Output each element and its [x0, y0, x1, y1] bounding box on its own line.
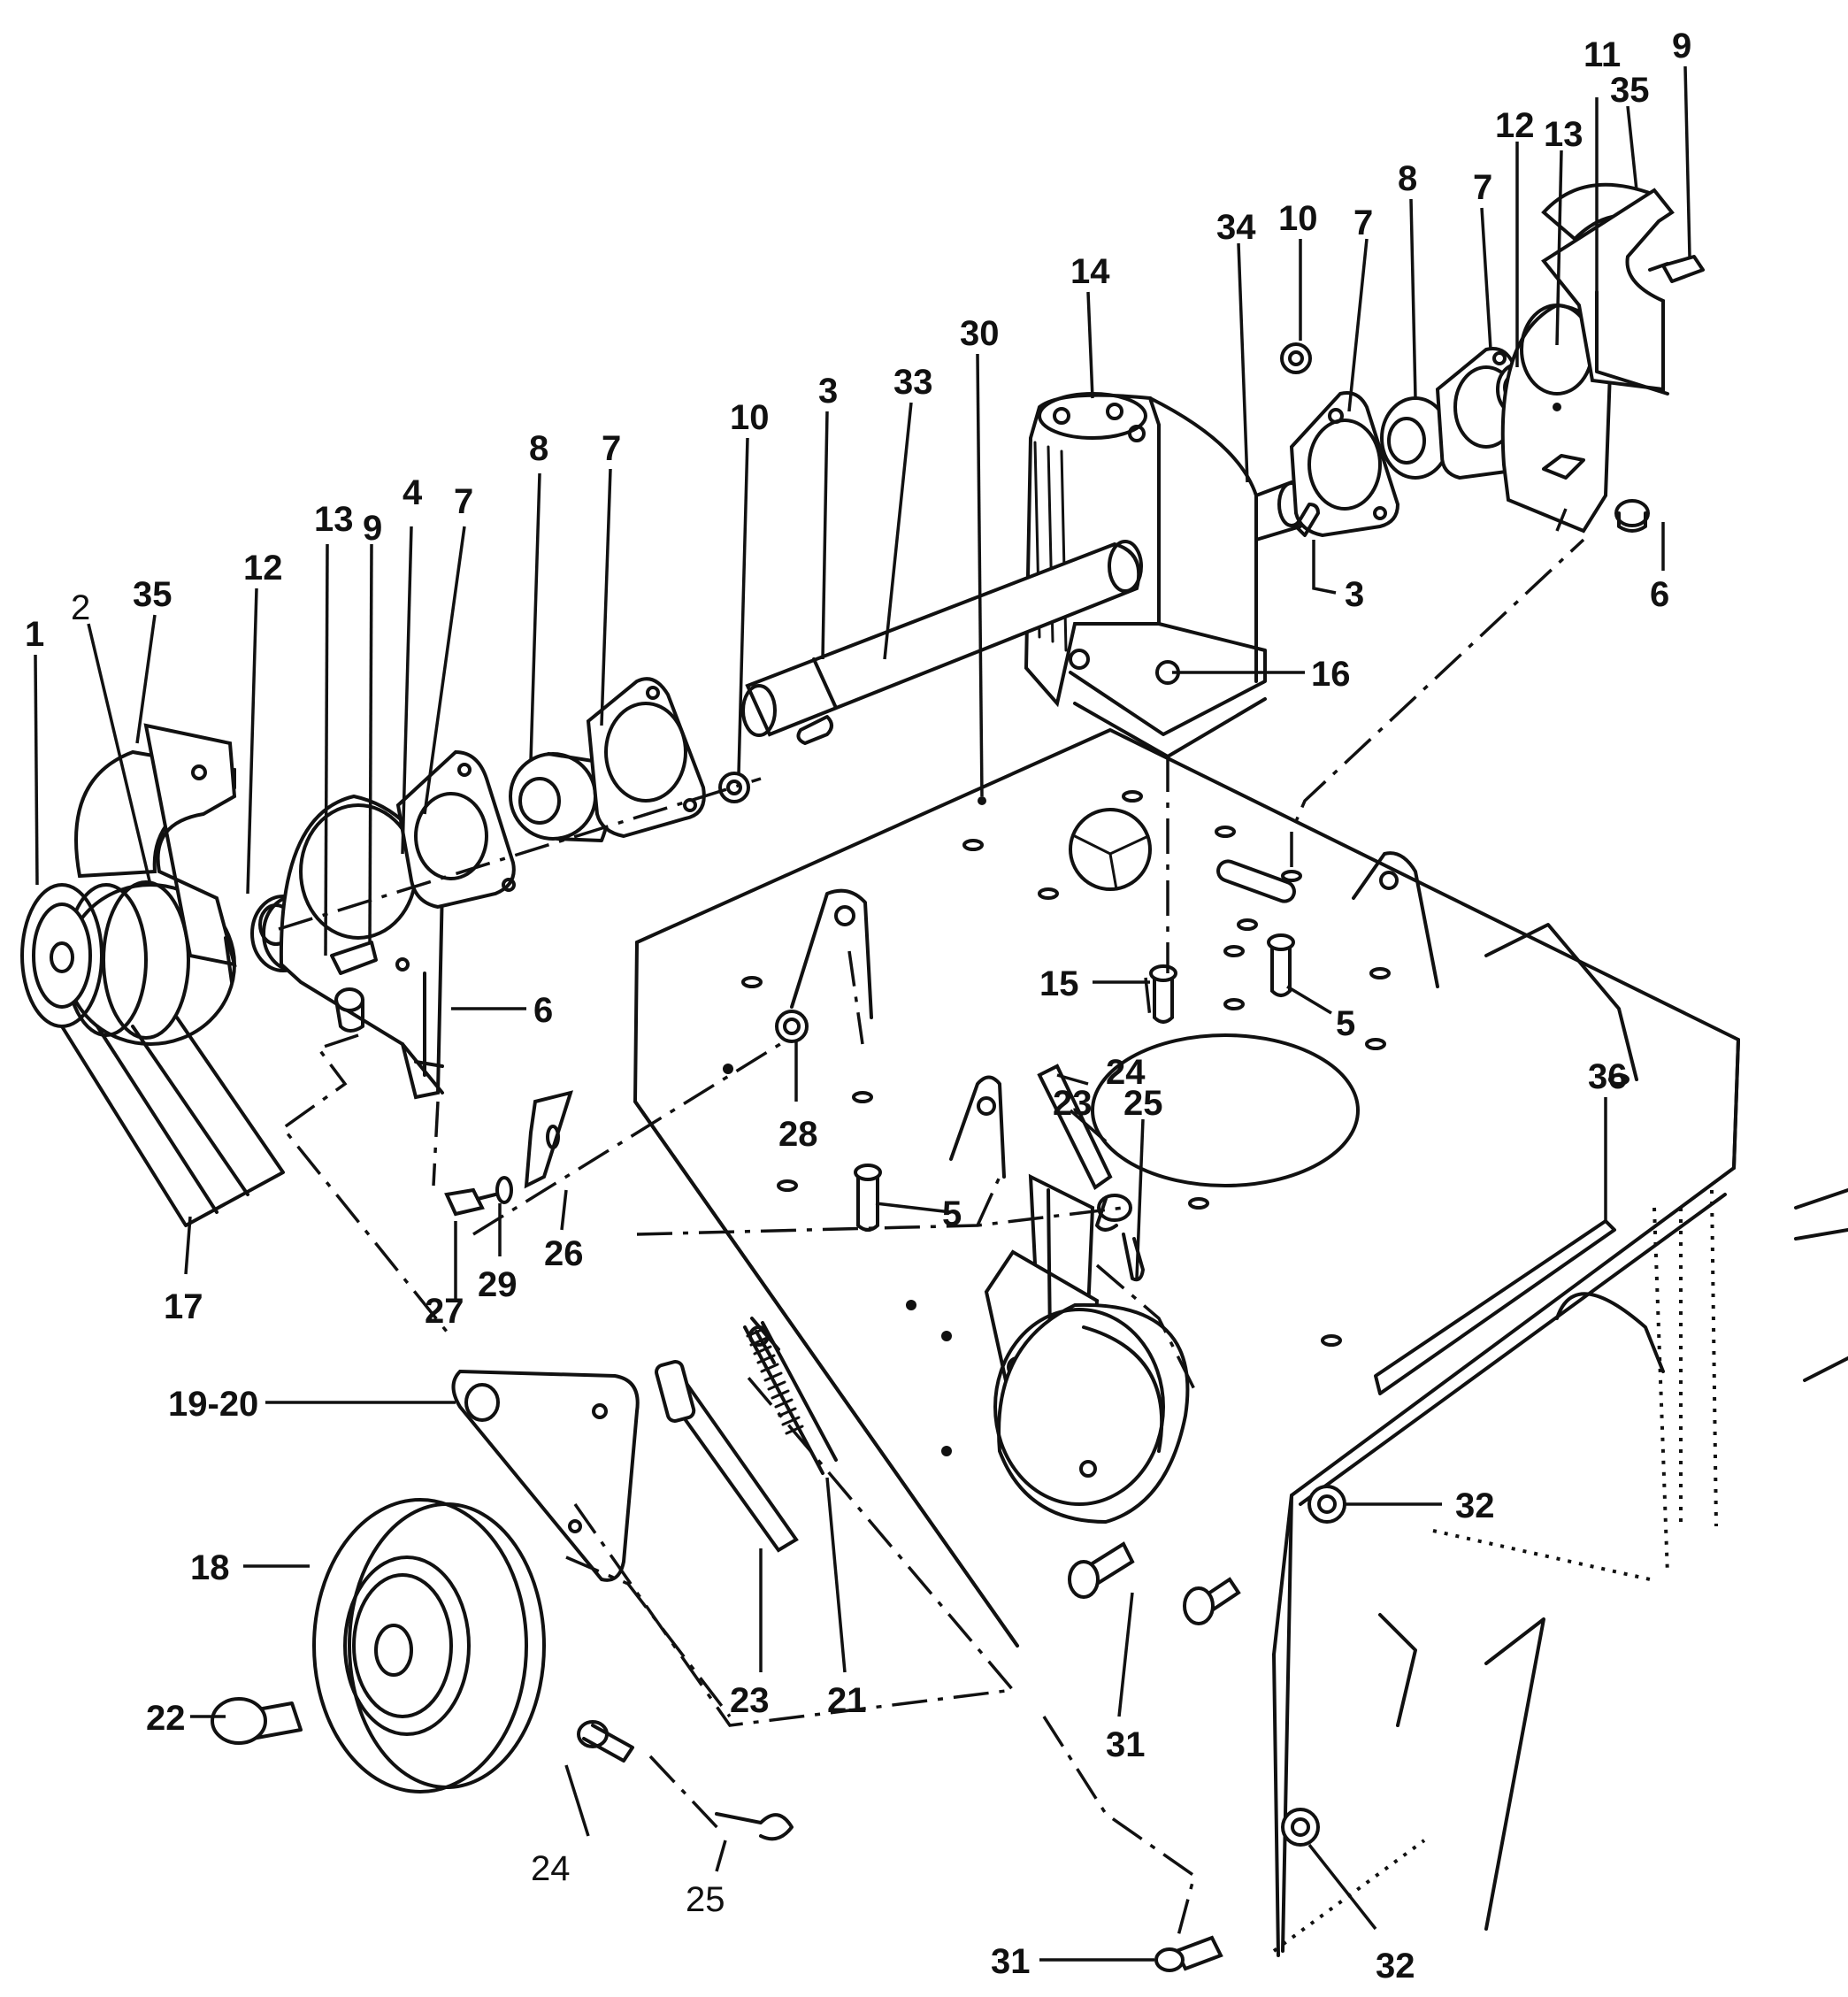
callout-19-20: 19-20 [168, 1385, 258, 1424]
link-plate-26 [524, 1090, 573, 1189]
washer-29 [495, 1176, 513, 1204]
callout-3-right: 3 [1345, 575, 1364, 614]
callout-8-left: 8 [529, 429, 548, 468]
deck-housing [633, 728, 1848, 1957]
clutch-disc [993, 1302, 1190, 1525]
callout-7-right-b: 7 [1473, 168, 1492, 207]
callout-33: 33 [893, 363, 933, 402]
leader-lines [34, 65, 1691, 1962]
callout-32-upper: 32 [1455, 1486, 1495, 1525]
callout-31-lower: 31 [991, 1942, 1031, 1981]
tension-rod [655, 1317, 799, 1553]
callout-6-right: 6 [1650, 575, 1669, 614]
callout-18: 18 [190, 1548, 230, 1587]
left-bearing-flange-2 [586, 677, 706, 839]
callout-11: 11 [1583, 35, 1621, 74]
left-bearing-flange [395, 749, 516, 910]
gearbox [1024, 392, 1306, 758]
callout-12-left: 12 [243, 549, 283, 588]
right-nut [1614, 499, 1650, 533]
bolt-31 [1154, 1935, 1223, 1972]
callout-34: 34 [1216, 208, 1256, 247]
callout-13-left: 13 [314, 500, 354, 539]
bolt-27 [444, 1187, 497, 1217]
callout-32-lower: 32 [1376, 1947, 1415, 1985]
callout-3-left: 3 [818, 372, 838, 411]
callout-8-right: 8 [1398, 159, 1417, 198]
pulley-bolt [211, 1697, 303, 1745]
left-washer [718, 772, 750, 803]
right-washer [1280, 342, 1312, 374]
deck-bolt-28 [775, 1010, 809, 1043]
callout-6-left: 6 [533, 991, 553, 1030]
callout-7-left-a: 7 [454, 482, 473, 521]
callout-15: 15 [1039, 964, 1079, 1003]
callout-23-upper: 23 [1053, 1084, 1093, 1123]
callout-17: 17 [164, 1287, 203, 1326]
assembly-lines [278, 508, 1585, 1943]
clutch-bolt-1 [1068, 1541, 1135, 1599]
callout-35-left: 35 [133, 575, 173, 614]
right-bearing-flange [1289, 391, 1400, 538]
callout-16: 16 [1311, 655, 1351, 694]
callout-10-right: 10 [1278, 199, 1318, 238]
callout-24-lower: 24 [531, 1849, 571, 1888]
callout-31-upper: 31 [1106, 1725, 1146, 1764]
callout-25-upper: 25 [1123, 1084, 1163, 1123]
clutch-bolt-2 [1183, 1577, 1241, 1625]
callout-10-left: 10 [730, 398, 770, 437]
left-belt-shield [74, 723, 237, 984]
right-key [1294, 503, 1320, 537]
callout-2: 2 [71, 588, 90, 627]
right-belt-shield [1541, 182, 1675, 396]
left-mounting-plate [279, 794, 445, 1100]
callout-22: 22 [146, 1699, 186, 1738]
nut-32 [1281, 1485, 1346, 1847]
idler-pin [577, 1720, 634, 1763]
deck-studs [854, 933, 1295, 1232]
v-belt [60, 1016, 285, 1227]
callout-9-left: 9 [363, 509, 382, 548]
callout-27: 27 [425, 1292, 464, 1331]
rod-end-pin [1095, 1194, 1132, 1232]
rod-clip [1122, 1233, 1145, 1282]
callout-4: 4 [403, 473, 423, 512]
drive-shaft [741, 540, 1143, 745]
callout-13-right: 13 [1544, 115, 1583, 154]
callout-5-left: 5 [942, 1194, 962, 1233]
right-bolt [1648, 255, 1705, 283]
callout-29: 29 [478, 1265, 518, 1304]
callout-9-right: 9 [1672, 27, 1691, 65]
deck-holes [723, 790, 1629, 1456]
callout-36: 36 [1588, 1057, 1628, 1096]
callout-35-right: 35 [1610, 71, 1650, 110]
callout-5-right: 5 [1336, 1004, 1355, 1043]
idler-pulley [312, 1498, 546, 1793]
callout-1: 1 [25, 615, 44, 654]
hair-pin-clip [715, 1812, 794, 1841]
tension-spring [743, 1321, 838, 1475]
callout-25-lower: 25 [686, 1880, 725, 1919]
right-bearing [1380, 396, 1451, 480]
callout-7-right-a: 7 [1353, 204, 1373, 242]
callout-7-left-b: 7 [602, 429, 621, 468]
callout-labels: 1 2 35 12 13 9 4 7 8 7 10 3 33 30 14 34 … [25, 27, 1691, 1985]
callout-24-upper: 24 [1106, 1053, 1146, 1092]
callout-14: 14 [1070, 252, 1110, 291]
callout-21: 21 [827, 1681, 867, 1720]
callout-26: 26 [544, 1234, 584, 1273]
callout-28: 28 [778, 1115, 818, 1154]
callout-23-lower: 23 [730, 1681, 770, 1720]
rod-upper [1037, 1064, 1113, 1190]
callout-12-right: 12 [1495, 106, 1535, 145]
callout-30: 30 [960, 314, 1000, 353]
